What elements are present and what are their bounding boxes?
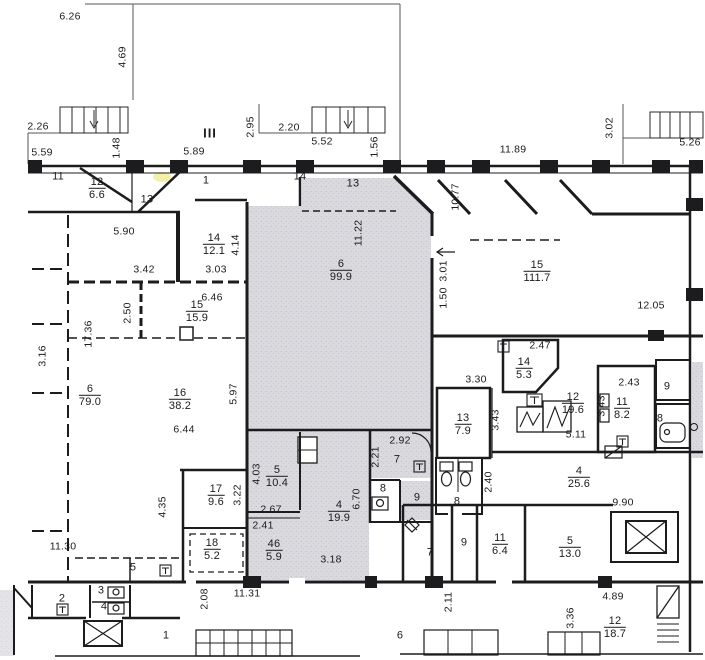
equipment-zigzag-icon (516, 400, 572, 433)
stairs-icon (195, 629, 293, 657)
stairs-icon (649, 111, 704, 139)
toilet-icon (439, 461, 454, 487)
radiator-icon (599, 393, 610, 408)
door-swing-icon (435, 247, 455, 257)
balcony-lines (27, 3, 650, 164)
wash-basin-icon (371, 496, 389, 511)
walls-layer (13, 160, 703, 657)
elevator-icon (83, 620, 123, 647)
toilet-icon (458, 461, 473, 487)
radiator-icon (56, 340, 629, 616)
highlight-mark (153, 172, 171, 182)
radiator-icon (599, 408, 610, 423)
bath-icon (659, 422, 686, 443)
stairs-icon (311, 106, 386, 134)
wash-basin-icon (107, 602, 125, 615)
stairs-icon (59, 106, 129, 134)
stairs-icon (656, 585, 680, 643)
elevator-icon (610, 511, 679, 563)
door-swing-icon (411, 432, 432, 453)
wash-basin-icon (107, 586, 125, 599)
shaded-rooms-layer (0, 172, 703, 656)
